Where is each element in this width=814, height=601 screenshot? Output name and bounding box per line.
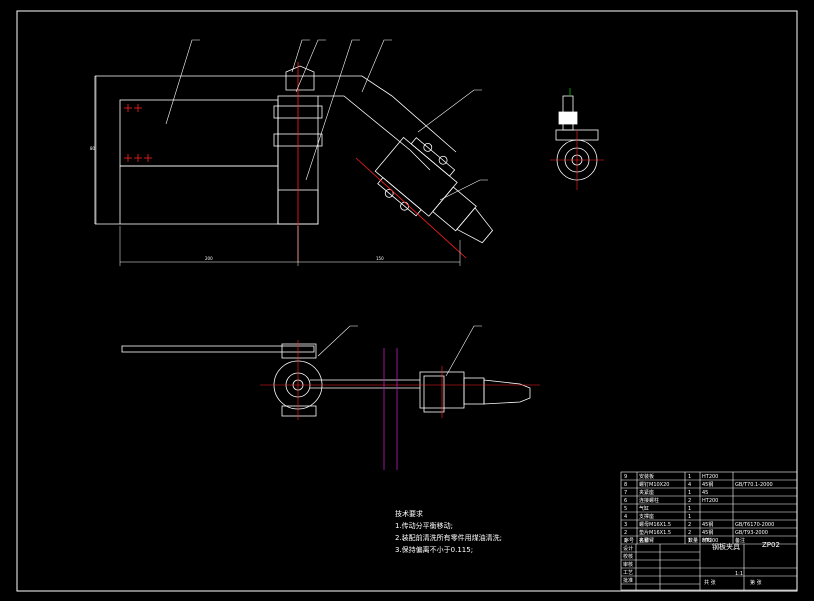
sign-row-label: 设计 xyxy=(623,545,633,552)
technical-requirement-item: 2.装配前清洗所有零件用煤油清洗; xyxy=(395,534,503,542)
bom-cell: 3 xyxy=(624,522,627,528)
drawing-name: 钢板夹具 xyxy=(712,542,740,551)
bom-cell: 安装板 xyxy=(639,473,654,480)
top-view xyxy=(121,325,540,470)
sign-row-label: 工艺 xyxy=(623,570,633,576)
bom-cell: 1 xyxy=(688,490,691,496)
bom-cell: 1 xyxy=(688,506,691,512)
bom-cell: 45钢 xyxy=(702,529,713,536)
bom-cell: HT200 xyxy=(702,498,718,504)
dim-right-span: 150 xyxy=(376,256,384,261)
bom-cell: HT200 xyxy=(702,474,718,480)
bom-cell: 螺钉M10X20 xyxy=(639,481,669,488)
side-view xyxy=(550,88,604,190)
bom-cell: HT200 xyxy=(702,538,718,544)
bom-cell: 1 xyxy=(624,538,627,544)
dim-height: 80 xyxy=(90,146,96,151)
bom-header-cell: 数量 xyxy=(688,537,698,544)
bom-cell: 45钢 xyxy=(702,521,713,528)
top-view-plate xyxy=(121,345,315,353)
bom-cell: 9 xyxy=(624,474,627,480)
bom-cell: 4 xyxy=(624,514,627,520)
bom-cell: 2 xyxy=(624,530,627,536)
sign-row-label: 批准 xyxy=(623,577,633,584)
technical-requirement-item: 1.传动分平衡移动; xyxy=(395,522,454,530)
bom-header-cell: 备注 xyxy=(735,537,745,544)
bom-cell: 夹紧臂 xyxy=(639,537,654,544)
bom-cell: 1 xyxy=(688,474,691,480)
bom-cell: 气缸 xyxy=(639,505,649,512)
bom-cell: 45钢 xyxy=(702,481,713,488)
bom-cell: GB/T93-2000 xyxy=(735,530,768,536)
technical-requirement-item: 3.保持偏离不小于0.115; xyxy=(395,546,474,554)
scale-value: 1:1 xyxy=(735,571,743,577)
bom-cell: 1 xyxy=(688,514,691,520)
clamp-assembly xyxy=(374,136,494,244)
bom-cell: 支撑座 xyxy=(639,513,654,520)
bom-cell: GB/T6170-2000 xyxy=(735,522,774,528)
dim-left-span: 200 xyxy=(205,256,213,261)
bom-cell: 连接螺柱 xyxy=(639,497,659,504)
sign-row-label: 校核 xyxy=(623,553,633,560)
sign-row-label: 审核 xyxy=(623,561,633,568)
bom-header-cell: 材料 xyxy=(702,537,712,544)
bom-cell: 2 xyxy=(688,530,691,536)
bom-cell: GB/T70.1-2000 xyxy=(735,482,773,488)
drawing-border xyxy=(16,10,798,592)
bom-cell: 2 xyxy=(688,498,691,504)
technical-requirements: 技术要求 1.传动分平衡移动; 2.装配前清洗所有零件用煤油清洗; 3.保持偏离… xyxy=(395,508,502,556)
bom-header-cell: 名称 xyxy=(639,537,649,544)
bom-cell: 1 xyxy=(688,538,691,544)
drawing-number: ZP02 xyxy=(762,541,780,549)
sheet-number-label: 第 张 xyxy=(750,579,762,586)
bom-cell: 7 xyxy=(624,490,627,496)
bom-header-cell: 序号 xyxy=(624,537,634,544)
bom-cell: 4 xyxy=(688,482,691,488)
bom-cell: 6 xyxy=(624,498,627,504)
bom-cell: 螺母M16X1.5 xyxy=(639,521,671,528)
base-plate xyxy=(119,99,279,167)
front-view xyxy=(94,39,494,266)
bom-cell: 8 xyxy=(624,482,627,488)
technical-requirements-heading: 技术要求 xyxy=(395,510,423,518)
sheet-total-label: 共 张 xyxy=(704,579,716,586)
bom-cell: 夹紧座 xyxy=(639,489,654,496)
title-block xyxy=(620,471,798,591)
bom-cell: 2 xyxy=(688,522,691,528)
bom-cell: 垫片M16X1.5 xyxy=(639,529,671,536)
base-plate-lower xyxy=(119,165,279,225)
bom-cell: 5 xyxy=(624,506,627,512)
bom-cell: 45 xyxy=(702,490,708,496)
